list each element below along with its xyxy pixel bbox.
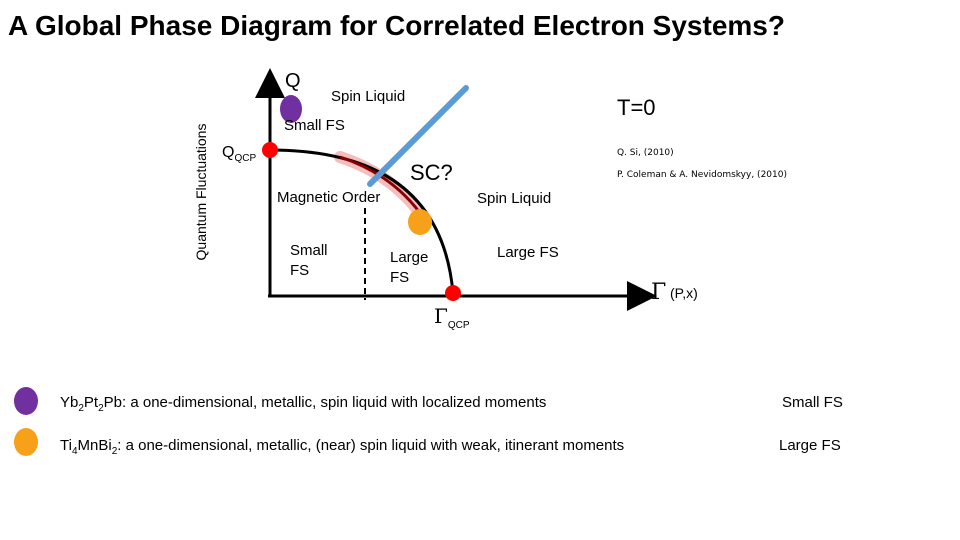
small-fs-lower-line1: Small [290, 242, 328, 259]
legend-row-2: Ti4MnBi2: a one-dimensional, metallic, (… [60, 437, 624, 457]
formula-part: Mn [77, 437, 99, 454]
sc-label: SC? [410, 160, 453, 185]
legend-description-1: : a one-dimensional, metallic, spin liqu… [122, 394, 547, 411]
gamma-qcp-dot [445, 285, 461, 301]
small-fs-lower-line2: FS [290, 262, 310, 279]
legend-orange-dot [14, 428, 38, 456]
q-qcp-sub: QCP [234, 153, 257, 165]
small-fs-top-label: Small FS [284, 117, 345, 134]
formula-part: 2 [111, 446, 118, 457]
legend-fs-1: Small FS [782, 394, 843, 411]
page-title: A Global Phase Diagram for Correlated El… [8, 10, 785, 41]
q-qcp-dot [262, 142, 278, 158]
spin-liquid-boundary-line [367, 85, 469, 187]
legend-formula-2: Ti4MnBi2 [60, 437, 118, 457]
legend-fs-2: Large FS [779, 437, 841, 454]
legend-purple-dot [14, 387, 38, 415]
legend-formula-1: Yb2Pt2Pb [60, 394, 123, 414]
gamma-qcp-label: ΓQCP [434, 304, 470, 331]
formula-part: Bi [98, 437, 112, 454]
large-fs-lower-line1: Large [390, 249, 429, 266]
y-axis-symbol: Q [285, 70, 301, 92]
t-zero-label: T=0 [617, 95, 656, 120]
formula-part: Pb [103, 394, 123, 411]
reference-coleman: P. Coleman & A. Nevidomskyy, (2010) [617, 170, 787, 180]
large-fs-right-label: Large FS [497, 244, 559, 261]
x-axis-params: (P,x) [670, 285, 698, 301]
phase-boundary [269, 148, 455, 294]
legend-description-2: : a one-dimensional, metallic, (near) sp… [117, 437, 625, 454]
orange-material-marker [408, 209, 432, 235]
spin-liquid-top-label: Spin Liquid [331, 88, 406, 105]
reference-si: Q. Si, (2010) [617, 148, 674, 158]
formula-part: 4 [71, 446, 78, 457]
x-axis-symbol: Γ [651, 280, 667, 305]
q-qcp-base: Q [222, 144, 235, 161]
spin-liquid-right-label: Spin Liquid [477, 190, 552, 207]
purple-material-marker [280, 95, 302, 123]
large-fs-lower-line2: FS [390, 269, 410, 286]
gamma-qcp-sub: QCP [447, 320, 470, 331]
formula-part: Ti [60, 437, 72, 454]
formula-part: Yb [60, 394, 79, 411]
formula-part: 2 [98, 403, 104, 414]
legend-row-1: Yb2Pt2Pb: a one-dimensional, metallic, s… [60, 394, 546, 414]
q-qcp-label: QQCP [222, 144, 256, 164]
y-axis-label: Quantum Fluctuations [193, 123, 209, 261]
formula-part: 2 [78, 403, 84, 414]
formula-part: Pt [83, 394, 99, 411]
magnetic-order-label: Magnetic Order [277, 189, 381, 206]
gamma-qcp-base: Γ [434, 304, 448, 328]
